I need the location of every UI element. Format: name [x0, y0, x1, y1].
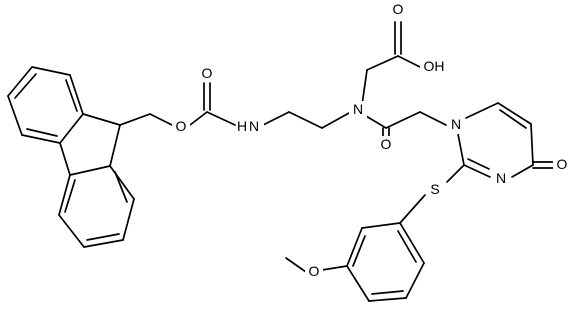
atom-labels: O O N H N O OH O N N O S O [172, 1, 571, 280]
acid-carbonyl-oxygen-label: O [393, 1, 404, 17]
carbamate-nitrogen-label: N [249, 118, 259, 134]
bond-lines [7, 21, 555, 302]
amide-oxygen-label: O [381, 136, 392, 152]
ring-carbonyl-oxygen-label: O [557, 156, 568, 172]
ester-oxygen-label: O [176, 118, 187, 134]
carbamate-hydrogen-label: H [237, 118, 247, 134]
thioether-sulfur-label: S [430, 181, 439, 197]
tertiary-nitrogen-label: N [353, 101, 363, 117]
ring-nitrogen-1-label: N [451, 116, 461, 132]
ring-nitrogen-3-label: N [496, 170, 506, 186]
methoxy-oxygen-label: O [309, 263, 320, 279]
acid-hydroxyl-label: OH [424, 58, 445, 74]
ester-carbonyl-oxygen-label: O [202, 65, 213, 81]
